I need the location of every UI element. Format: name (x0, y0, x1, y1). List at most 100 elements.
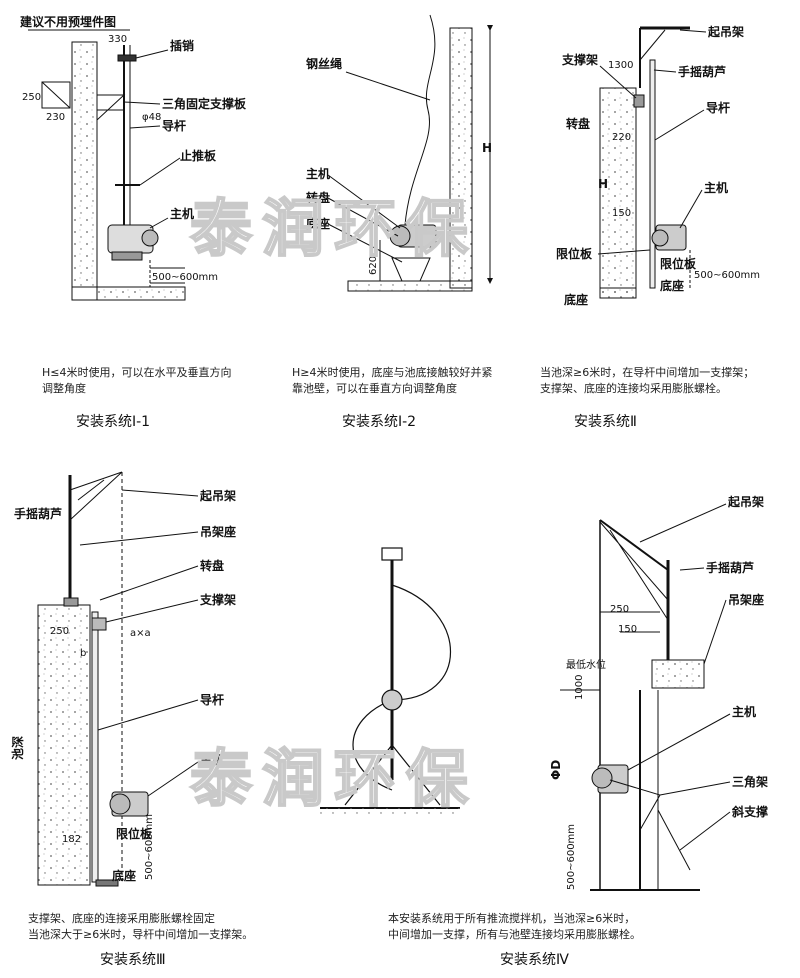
guide-rod (91, 611, 99, 883)
label-brace: 斜支撑 (731, 804, 768, 819)
label-H: H (482, 141, 492, 155)
dim-150: 150 (618, 624, 637, 635)
support-frame (633, 94, 645, 108)
label-guide: 导杆 (200, 692, 224, 707)
desc-4-line1: 支撑架、底座的连接采用膨胀螺栓固定 (28, 911, 215, 925)
dim-250: 250 (50, 626, 69, 637)
pool-wall (599, 87, 637, 299)
top-hook (381, 547, 403, 561)
label-hoist: 手摇葫芦 (14, 506, 62, 521)
desc-6-line2: 中间增加一支撑，所有与池壁连接均采用膨胀螺栓。 (388, 927, 641, 941)
label-base: 底座 (306, 216, 330, 231)
panel-system-1-1 (41, 41, 186, 301)
panel-system-1-2 (347, 14, 493, 292)
label-range: 500~600mm (152, 272, 218, 283)
caption-system-1-1: 安装系统Ⅰ-1 (76, 414, 150, 430)
dim-230: 230 (46, 112, 65, 123)
blade-lower (352, 699, 393, 791)
label-main: 主机 (200, 752, 224, 767)
label-H: H (598, 177, 608, 191)
dim-axa: a×a (130, 628, 151, 639)
label-limit: 限位板 (116, 826, 153, 841)
label-lowlevel: 最低水位 (566, 658, 606, 671)
hub (381, 689, 403, 711)
cradle (63, 597, 79, 607)
label-embed: 建议不用预埋件图 (19, 14, 116, 29)
tripod-legs (344, 744, 441, 806)
dim-150: 150 (612, 208, 631, 219)
label-main: 主机 (732, 704, 756, 719)
dim-182: 182 (62, 834, 81, 845)
label-hoist: 手摇葫芦 (706, 560, 754, 575)
pool-floor (347, 280, 473, 292)
label-limit1: 限位板 (556, 246, 593, 261)
label-phiD: ΦD (549, 760, 563, 780)
desc-1-line1: H≤4米时使用，可以在水平及垂直方向 (42, 365, 232, 379)
label-pin: 插销 (170, 38, 194, 53)
label-guide: 导杆 (162, 118, 186, 133)
watermark-bottom: 泰润环保 (190, 742, 478, 815)
base (95, 879, 119, 887)
pool-floor (96, 286, 186, 301)
desc-2-line2: 靠池壁，可以在垂直方向调整角度 (292, 381, 457, 395)
label-limit2: 限位板 (660, 256, 697, 271)
cradle (651, 659, 705, 689)
label-bracket: 三角固定支撑板 (162, 96, 247, 111)
support-frame (91, 617, 107, 631)
label-tripod: 三角架 (732, 774, 768, 789)
desc-3-line1: 当池深≥6米时，在导杆中间增加一支撑架； (540, 365, 754, 379)
base (391, 257, 431, 282)
label-crane: 起吊架 (707, 24, 744, 39)
desc-1-line2: 调整角度 (42, 381, 86, 395)
label-turntable: 转盘 (200, 558, 224, 573)
label-range: 500~600mm (694, 270, 760, 281)
label-turntable: 转盘 (306, 190, 330, 205)
label-crane: 起吊架 (199, 488, 236, 503)
dim-250: 250 (610, 604, 629, 615)
desc-3-line2: 支撑架、底座的连接均采用膨胀螺栓。 (540, 381, 727, 395)
label-base: 底座 (660, 278, 684, 293)
guide-rod (649, 59, 656, 289)
dim-b: b (80, 648, 86, 659)
blade-upper (391, 584, 452, 701)
panel-system-4 (560, 519, 705, 891)
label-phi48: φ48 (142, 112, 161, 123)
dim-220: 220 (612, 132, 631, 143)
crane-arm (599, 519, 669, 571)
label-guide: 导杆 (706, 100, 730, 115)
watermark-top: 泰润环保 (190, 192, 478, 265)
desc-4-line2: 当池深大于≥6米时，导杆中间增加一支撑架。 (28, 927, 253, 941)
pool-floor (599, 287, 637, 299)
panel4-labels: 起吊架 手摇葫芦 吊架座 转盘 支撑架 250 a×a b 导杆 池深 主机 1… (10, 488, 236, 883)
label-range: 500~600mm (566, 824, 577, 890)
label-support: 支撑架 (561, 52, 598, 67)
label-cradle: 吊架座 (200, 524, 236, 539)
label-base: 底座 (112, 868, 136, 883)
pool-wall (37, 604, 91, 886)
label-main: 主机 (704, 180, 728, 195)
label-stop: 止推板 (180, 148, 217, 163)
panel3-labels: 起吊架 支撑架 1300 手摇葫芦 转盘 220 导杆 H 主机 150 限位板… (556, 24, 760, 307)
oblique-brace (657, 809, 691, 871)
label-depth: 池深 (10, 736, 25, 760)
label-cradle: 吊架座 (728, 592, 764, 607)
embed-plate (41, 81, 71, 109)
dim-250: 250 (22, 92, 41, 103)
dim-330: 330 (108, 34, 127, 45)
caption-system-4: 安装系统Ⅳ (500, 952, 569, 968)
label-rope: 钢丝绳 (306, 56, 342, 71)
panel-system-3 (37, 471, 149, 887)
pin (117, 54, 137, 62)
pool-wall (71, 41, 98, 288)
panel6-labels: 起吊架 手摇葫芦 250 吊架座 150 最低水位 1000 主机 ΦD 三角架… (549, 494, 768, 890)
triangle-bracket (96, 94, 126, 122)
label-turntable: 转盘 (566, 116, 590, 131)
label-crane: 起吊架 (727, 494, 764, 509)
wire-rope (404, 14, 436, 226)
caption-system-1-2: 安装系统Ⅰ-2 (342, 414, 416, 430)
label-hoist: 手摇葫芦 (678, 64, 726, 79)
label-main: 主机 (306, 166, 330, 181)
dim-1000: 1000 (574, 675, 585, 700)
desc-2-line1: H≥4米时使用，底座与池底接触较好并紧 (292, 365, 493, 379)
dim-1300: 1300 (608, 60, 633, 71)
